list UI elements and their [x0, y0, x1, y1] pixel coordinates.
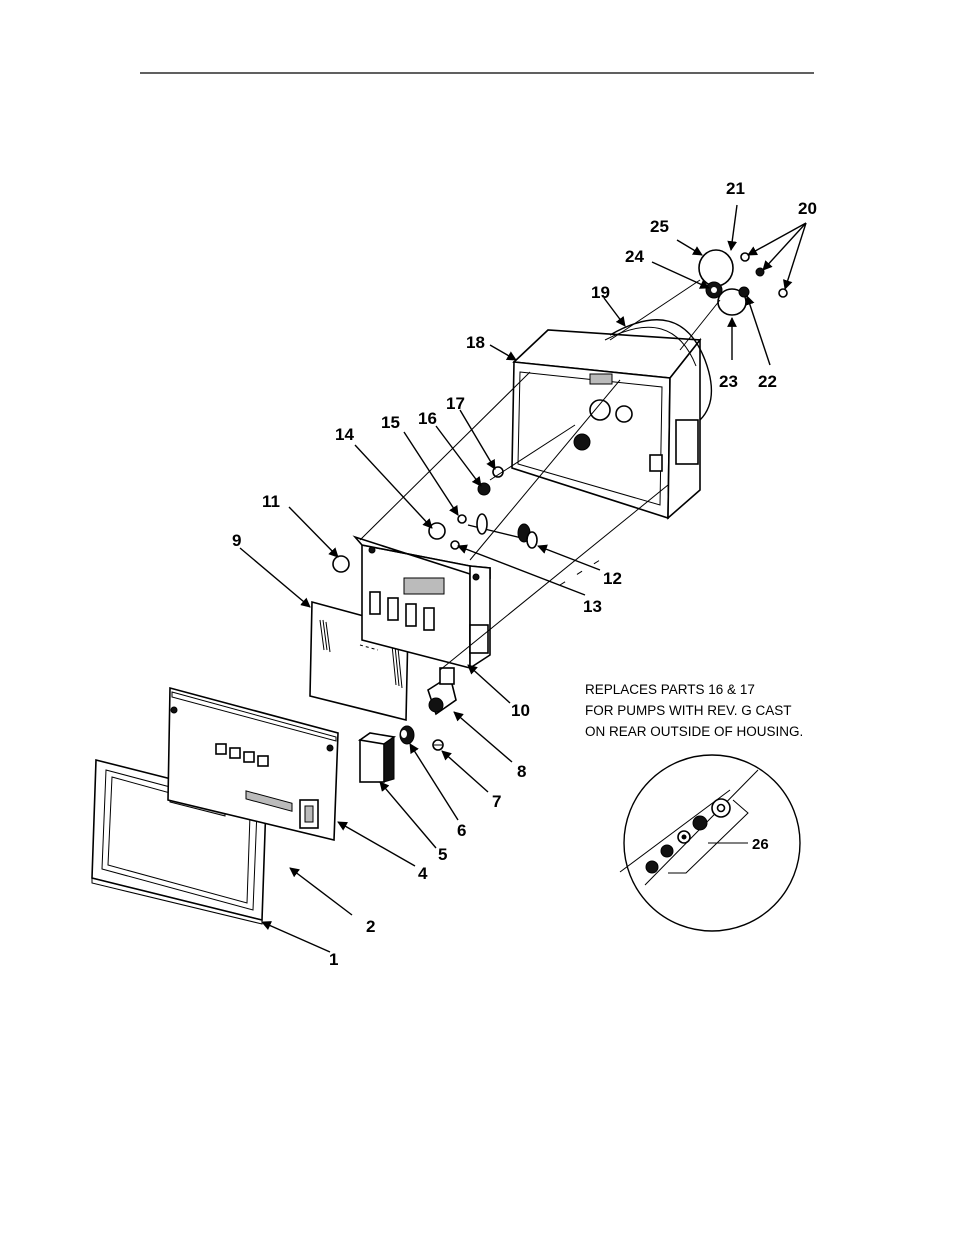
- label-part-8: 8: [517, 762, 526, 781]
- label-part-24: 24: [625, 247, 644, 266]
- label-part-21: 21: [726, 179, 745, 198]
- part-number-labels: 1 2 4 5 6 7 8 9 10 11 12 13 14 15 16 17 …: [232, 179, 817, 969]
- relay-block-part: [357, 732, 397, 783]
- note-line-2: FOR PUMPS WITH REV. G CAST: [585, 703, 792, 718]
- knob-part: [332, 555, 350, 573]
- label-part-11: 11: [262, 492, 280, 511]
- small-screw-part: [432, 739, 444, 751]
- label-part-4: 4: [418, 864, 428, 883]
- note-line-1: REPLACES PARTS 16 & 17: [585, 682, 755, 697]
- fittings-group-part: [428, 466, 504, 540]
- circuit-panel-part: [167, 686, 339, 842]
- label-part-22: 22: [758, 372, 777, 391]
- label-part-5: 5: [438, 845, 447, 864]
- label-part-2: 2: [366, 917, 375, 936]
- label-part-20: 20: [798, 199, 817, 218]
- note-line-3: ON REAR OUTSIDE OF HOUSING.: [585, 724, 803, 739]
- label-part-10: 10: [511, 701, 530, 720]
- label-part-12: 12: [603, 569, 622, 588]
- projection-lines: [359, 279, 721, 671]
- label-part-23: 23: [719, 372, 738, 391]
- rear-hardware-group-part: [698, 249, 788, 316]
- label-part-13: 13: [583, 597, 602, 616]
- label-part-16: 16: [418, 409, 437, 428]
- label-part-7: 7: [492, 792, 501, 811]
- label-part-26: 26: [752, 836, 769, 853]
- label-part-25: 25: [650, 217, 669, 236]
- label-part-19: 19: [591, 283, 610, 302]
- leader-lines: [239, 204, 807, 953]
- pump-housing-part: [511, 329, 702, 520]
- label-part-1: 1: [329, 950, 338, 969]
- detail-callout: REPLACES PARTS 16 & 17 FOR PUMPS WITH RE…: [585, 682, 803, 932]
- label-part-15: 15: [381, 413, 400, 432]
- spring-part: [399, 725, 415, 745]
- label-part-17: 17: [446, 394, 465, 413]
- label-part-18: 18: [466, 333, 485, 352]
- label-part-9: 9: [232, 531, 241, 550]
- label-part-14: 14: [335, 425, 354, 444]
- connector-motor-part: [427, 667, 457, 716]
- shaft-assembly-part: [450, 513, 538, 550]
- label-part-6: 6: [457, 821, 466, 840]
